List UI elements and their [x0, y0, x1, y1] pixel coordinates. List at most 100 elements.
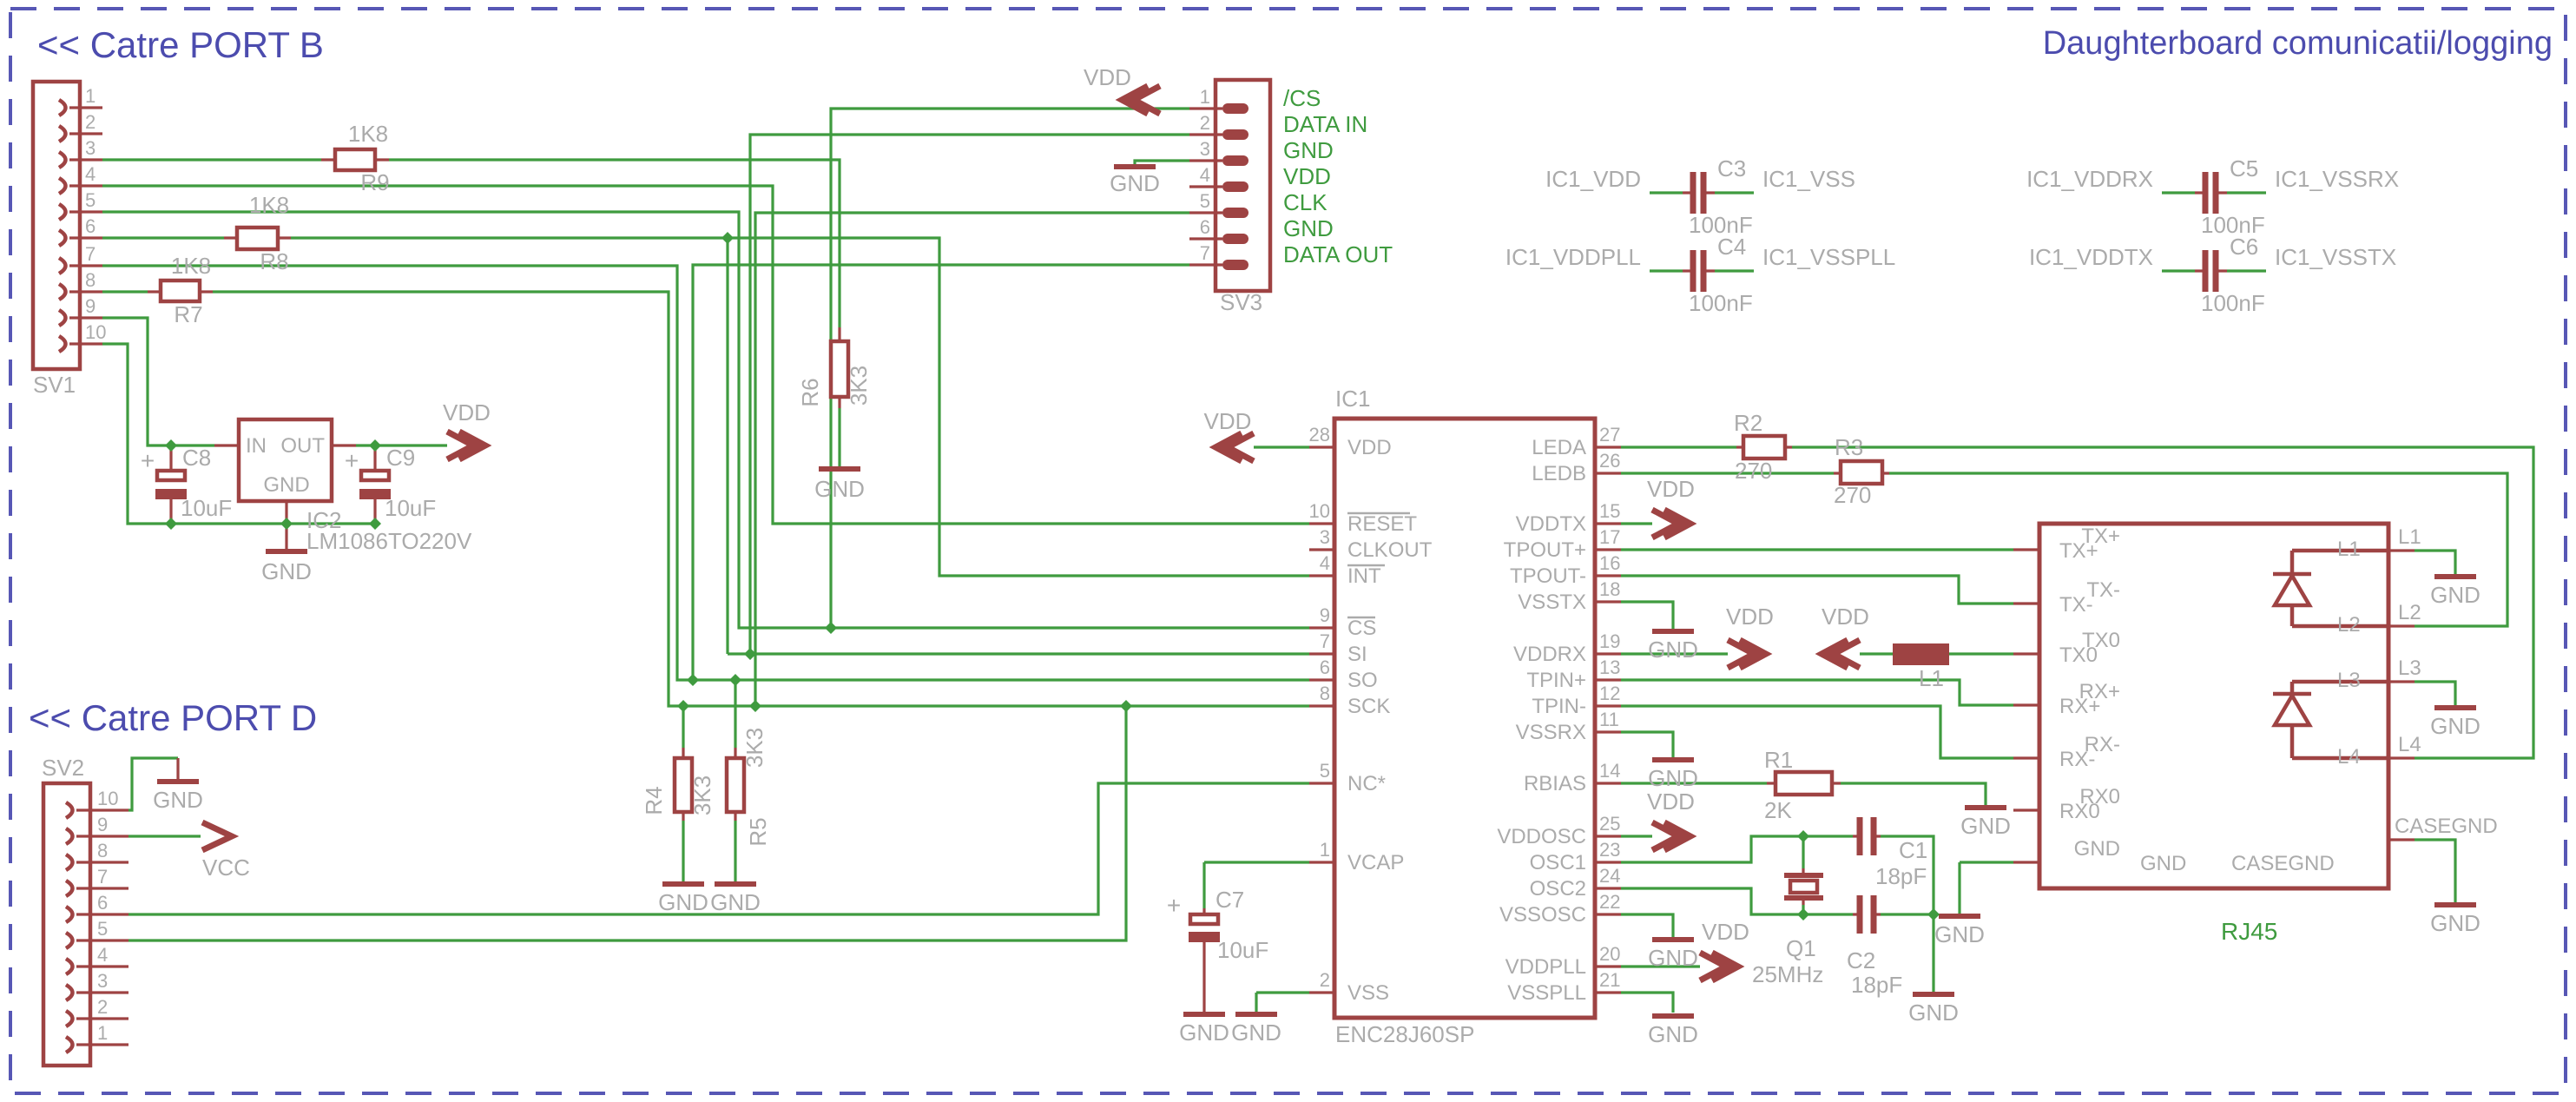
wire-ic1-left[interactable] — [1202, 445, 1309, 1013]
ic1-pin-number: 10 — [1309, 500, 1330, 522]
c8-capacitor[interactable]: + C8 10uF — [141, 445, 232, 521]
r9-resistor[interactable]: 1K8 R9 — [333, 121, 390, 195]
r2-value: 270 — [1735, 458, 1772, 484]
vdd-label: VDD — [443, 399, 491, 426]
c4-value: 100nF — [1689, 290, 1753, 316]
sheet-frame — [9, 7, 2567, 1095]
ic1-ref: IC1 — [1335, 386, 1370, 412]
rj45-wire-label: TX+ — [2081, 525, 2120, 548]
vdd-label: VDD — [1726, 604, 1774, 630]
ic1-pin-name: NC* — [1347, 772, 1386, 795]
sv3-net-label: CLK — [1283, 189, 1328, 215]
r1-resistor[interactable]: R1 2K — [1764, 747, 1835, 823]
ic2-part: LM1086TO220V — [306, 528, 472, 554]
sv2-connector[interactable]: SV2 10 9 8 7 6 5 4 3 2 1 VCC — [41, 755, 250, 1068]
gnd-label: GND — [1110, 170, 1160, 196]
ic1-pin-number: 27 — [1599, 424, 1620, 445]
rj45-pin-name: L2 — [2337, 613, 2361, 637]
r4-value: 3K3 — [689, 775, 715, 815]
c3-right-net: IC1_VSS — [1762, 166, 1855, 192]
vdd-arrow — [445, 428, 492, 463]
gnd-label: GND — [710, 889, 761, 915]
rj45-wire-label: L4 — [2398, 733, 2421, 756]
ic1-pin-name: VDDRX — [1513, 643, 1586, 666]
wire-ic1-right[interactable] — [1621, 445, 2535, 1013]
ic1-pin-number: 3 — [1320, 526, 1330, 548]
c3-left-net: IC1_VDD — [1545, 166, 1641, 192]
rj45-pin-name: CASEGND — [2231, 852, 2335, 875]
wire-decap-leads[interactable] — [1650, 191, 2266, 273]
ic1-pin-number: 1 — [1320, 839, 1330, 861]
wire-rj45[interactable] — [1958, 549, 2457, 914]
ic1-enc28j60[interactable]: IC1 ENC28J60SP 28 10 3 4 9 7 6 8 5 1 2 V… — [1204, 386, 1621, 1047]
sv1-pin-number: 9 — [85, 295, 96, 317]
rj45-wire-label: L1 — [2398, 525, 2421, 549]
c5-plates — [2202, 172, 2219, 214]
sv1-pin-hooks — [57, 98, 68, 353]
sv3-body[interactable] — [1213, 77, 1273, 294]
ic1-pin-name: VSSTX — [1518, 591, 1586, 614]
ic1-body[interactable] — [1332, 416, 1598, 1020]
r8-resistor[interactable]: 1K8 R8 — [234, 192, 289, 274]
rj45-body[interactable] — [2037, 521, 2391, 891]
ic2-regulator[interactable]: IN OUT GND IC2 LM1086TO220V VDD — [236, 399, 492, 554]
c9-capacitor[interactable]: + C9 10uF — [345, 445, 436, 521]
gnd-label: GND — [1179, 1020, 1229, 1046]
rj45-wire-label: RX- — [2085, 733, 2120, 756]
r3-value: 270 — [1834, 482, 1871, 508]
c6-ref: C6 — [2230, 234, 2258, 260]
sv3-connector[interactable]: SV3 1 2 3 4 5 6 7 /CS DATA IN GND VDD CL… — [1084, 64, 1393, 315]
sv3-pin-number: 5 — [1200, 190, 1210, 212]
gnd-label: GND — [1648, 1021, 1698, 1047]
wires[interactable] — [102, 107, 2535, 1013]
active-low-overlines — [1347, 511, 1410, 619]
decoupling-bank[interactable]: IC1_VDD IC1_VSS C3 100nF IC1_VDDPLL IC1_… — [1505, 155, 2399, 316]
sv1-pin-number: 5 — [85, 189, 96, 211]
c6-right-net: IC1_VSSTX — [2275, 244, 2396, 270]
q1-body[interactable] — [1788, 878, 1820, 895]
ic1-pin-name: VSSRX — [1516, 721, 1586, 744]
ic1-pin-number: 12 — [1599, 683, 1620, 704]
c6-plates — [2202, 250, 2219, 292]
wire-sv1-bus[interactable] — [102, 158, 1309, 708]
r3-resistor[interactable]: R3 270 — [1834, 434, 1885, 508]
wire-pulldowns[interactable] — [682, 408, 841, 882]
ic1-pin-name: SCK — [1347, 695, 1390, 718]
sv3-net-label: DATA OUT — [1283, 241, 1393, 267]
gnd-label: GND — [2430, 713, 2480, 739]
sv1-body[interactable] — [30, 79, 82, 372]
rj45-connector[interactable]: RJ45 TX+ TX- TX0 RX+ RX- RX0 GND CASEGND… — [2037, 521, 2498, 945]
rj45-internal-diode — [2271, 548, 2388, 629]
gnd-label: GND — [814, 476, 865, 502]
crystal-circuit[interactable]: Q1 25MHz C1 18pF C2 18pF — [1752, 817, 1927, 998]
c2-plates — [1856, 895, 1877, 934]
c6-left-net: IC1_VDDTX — [2029, 244, 2153, 270]
sv3-net-label: VDD — [1283, 163, 1331, 189]
c6-value: 100nF — [2201, 290, 2265, 316]
rj45-wire-label: L2 — [2398, 601, 2421, 624]
gnd-label: GND — [1934, 921, 1985, 947]
gnd-symbols: GND GND GND GND GND GND GND GND GND GND … — [153, 164, 2480, 1047]
r2-resistor[interactable]: R2 270 — [1734, 410, 1788, 484]
sv2-body[interactable] — [41, 781, 93, 1068]
sv1-pin-number: 2 — [85, 111, 96, 133]
r9-ref: R9 — [360, 169, 389, 195]
r4-resistor[interactable]: R4 3K3 — [641, 756, 715, 815]
r5-resistor[interactable]: R5 3K3 — [724, 728, 771, 847]
gnd-label: GND — [261, 558, 312, 584]
sv1-connector[interactable]: SV1 1 2 3 4 5 6 7 8 9 10 — [30, 79, 106, 398]
l1-ferrite[interactable]: L1 VDD — [1815, 604, 1949, 691]
q1-value: 25MHz — [1752, 961, 1823, 987]
ic1-pin-number: 4 — [1320, 552, 1330, 574]
sv1-ref: SV1 — [33, 372, 76, 398]
sv2-pin-number: 5 — [97, 918, 108, 940]
ic2-body[interactable] — [236, 417, 334, 504]
ic1-pin-name: CLKOUT — [1347, 538, 1433, 562]
r6-resistor[interactable]: R6 3K3 — [797, 339, 872, 407]
rj45-pin-name: GND — [2140, 852, 2186, 875]
wire-sv3-bus[interactable] — [691, 107, 1189, 706]
r7-resistor[interactable]: 1K8 R7 — [158, 253, 211, 327]
ic1-pin-number: 22 — [1599, 891, 1620, 913]
wire-sv2-bus[interactable] — [128, 706, 1309, 942]
c7-capacitor[interactable]: + C7 10uF — [1167, 887, 1268, 963]
